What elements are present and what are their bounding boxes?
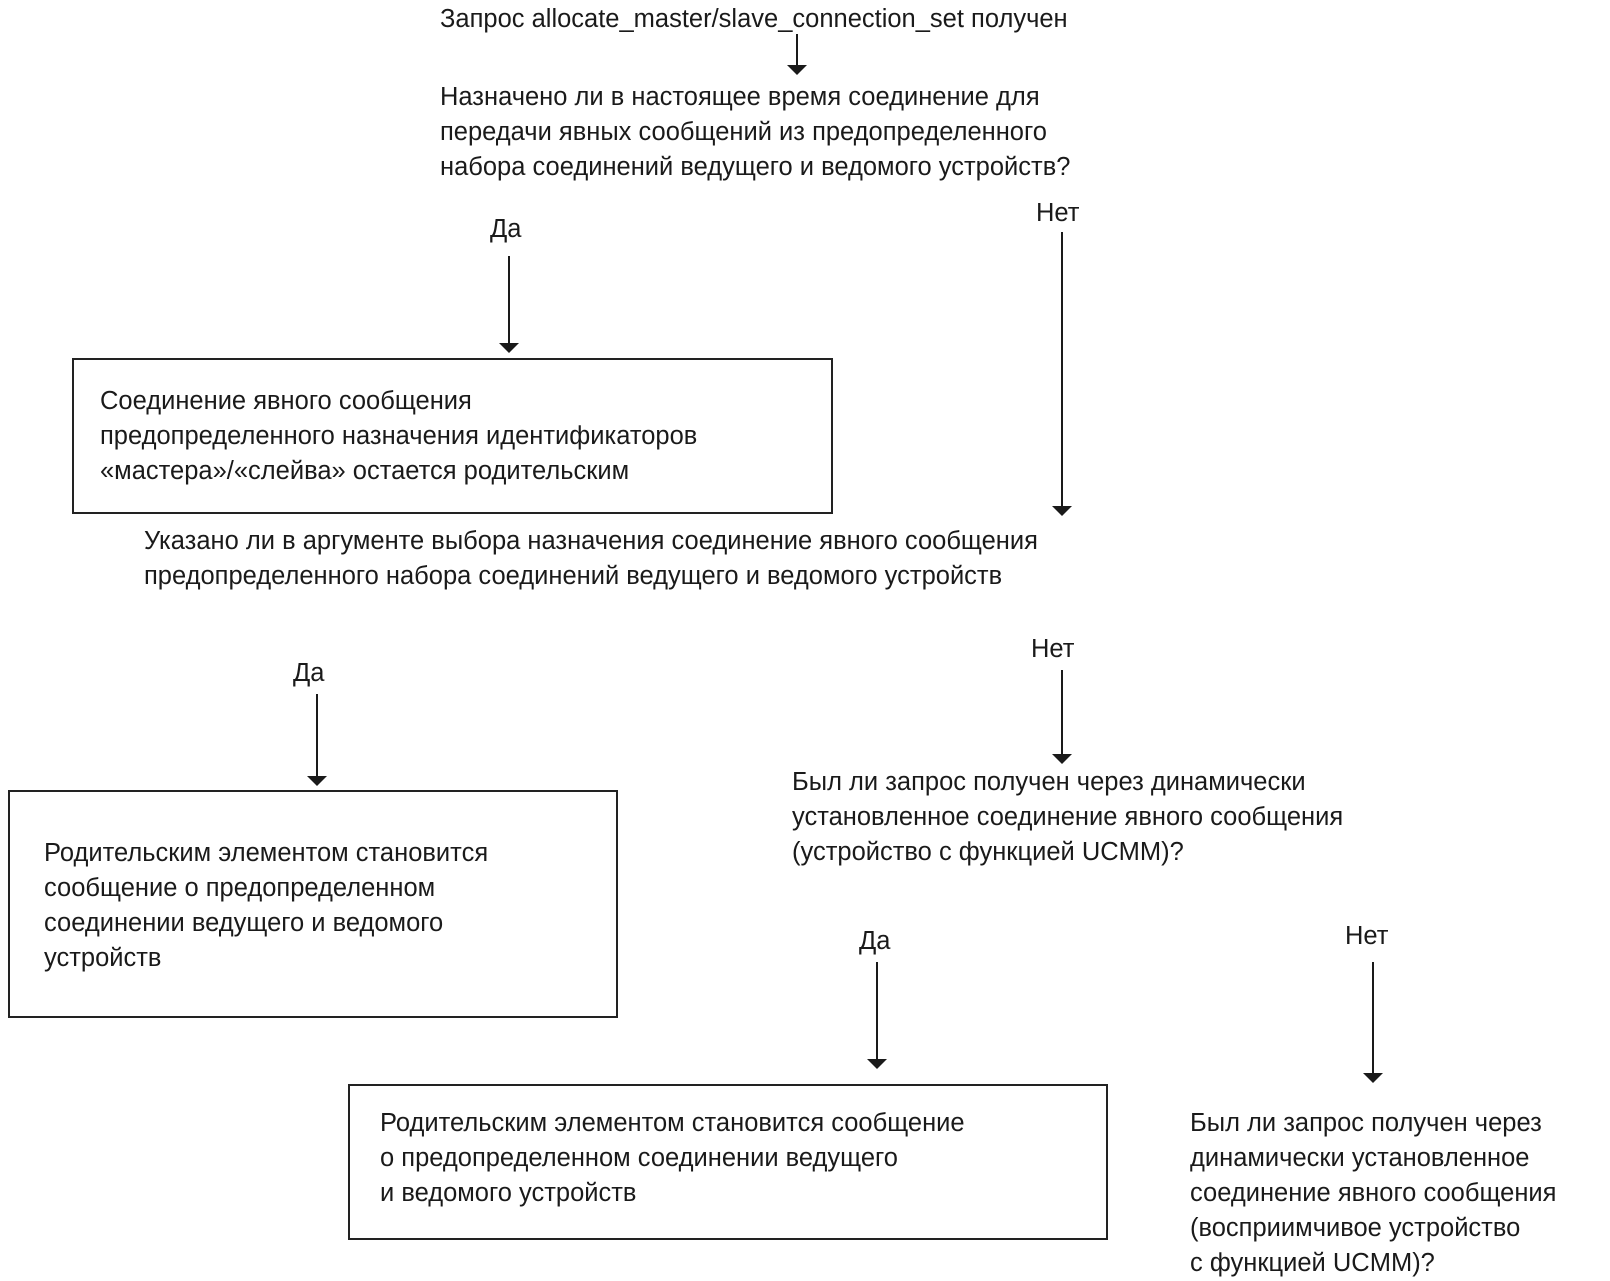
branch3-yes-label: Да [859, 927, 891, 955]
question1-text: Назначено ли в настоящее время соединени… [440, 83, 1071, 181]
question3-text: Был ли запрос получен через динамически … [792, 768, 1344, 866]
branch2-no-label: Нет [1031, 635, 1075, 663]
start-label: Запрос allocate_master/slave_connection_… [440, 5, 1068, 33]
box2-result: Родительским элементом становится сообще… [8, 790, 618, 1018]
box1-text: Соединение явного сообщения предопределе… [100, 387, 698, 485]
question2-text: Указано ли в аргументе выбора назначения… [144, 527, 1038, 590]
box2-text: Родительским элементом становится сообще… [44, 839, 489, 972]
question4-text: Был ли запрос получен через динамически … [1190, 1109, 1557, 1277]
branch3-no-label: Нет [1345, 922, 1389, 950]
branch1-yes-label: Да [490, 215, 522, 243]
branch1-no-label: Нет [1036, 199, 1080, 227]
box1-result: Соединение явного сообщения предопределе… [72, 358, 833, 514]
box3-text: Родительским элементом становится сообще… [380, 1109, 965, 1207]
branch2-yes-label: Да [293, 659, 325, 687]
box3-result: Родительским элементом становится сообще… [348, 1084, 1108, 1240]
